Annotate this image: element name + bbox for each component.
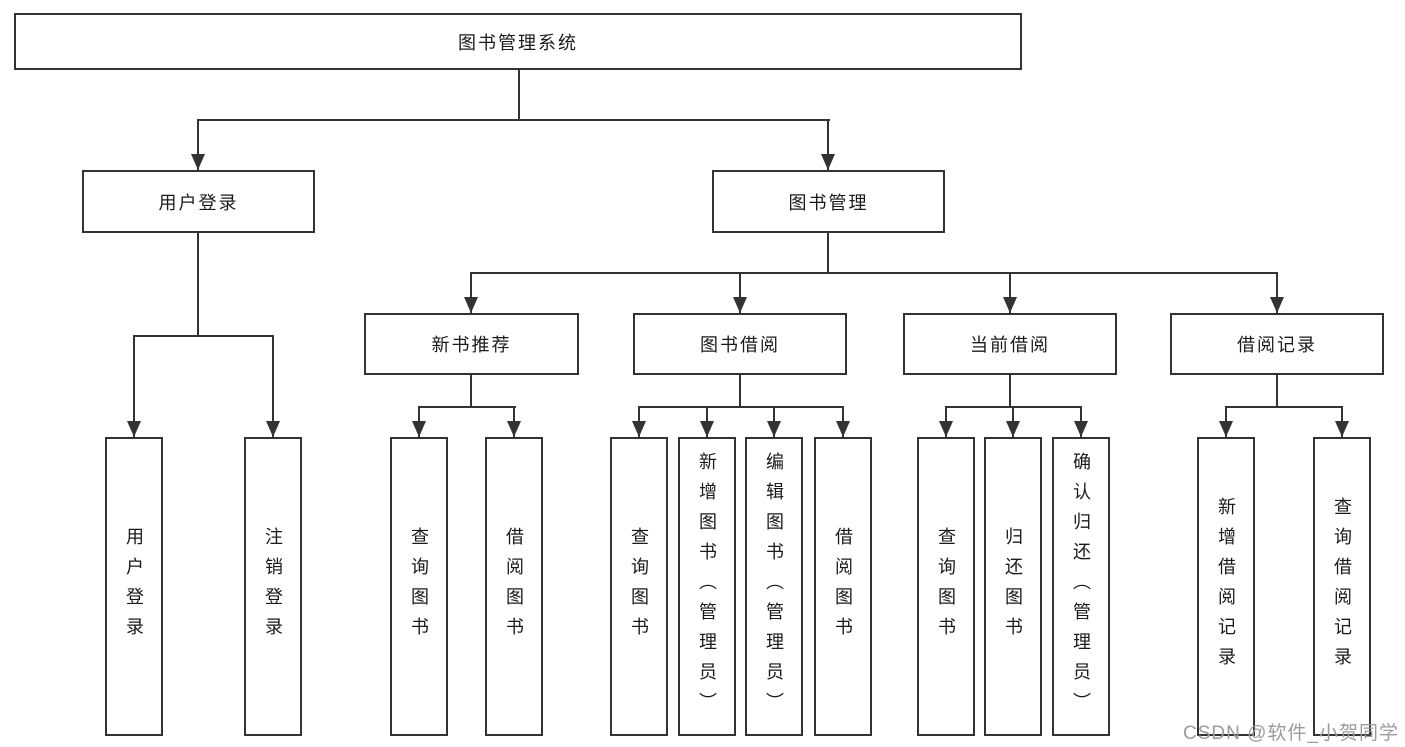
leaf-bookborrow-borrow-books: 借阅图书: [814, 437, 872, 736]
connector-borrowrecord-bar: [1225, 406, 1343, 408]
connector-userlogin-bar: [133, 335, 274, 337]
arrowhead-newbook-leaf1: [412, 421, 426, 437]
node-book-borrow-label: 图书借阅: [700, 335, 780, 355]
csdn-watermark: CSDN @软件_小贺同学: [1183, 723, 1399, 744]
leaf-bookborrow-edit-books-admin: 编辑图书（管理员）: [745, 437, 803, 736]
leaf-add-borrow-record-label: 新增借阅记录: [1216, 496, 1236, 677]
leaf-newbook-query-books: 查询图书: [390, 437, 448, 736]
connector-to-login-leaf: [133, 335, 135, 437]
connector-currentborrow-stem: [1009, 375, 1011, 408]
connector-to-book-mgmt: [827, 119, 829, 170]
leaf-query-borrow-record-label: 查询借阅记录: [1332, 496, 1352, 677]
connector-to-current-borrow: [1009, 272, 1011, 313]
node-book-borrow: 图书借阅: [633, 313, 847, 375]
leaf-logout-label: 注销登录: [263, 526, 283, 647]
node-new-book-recommend: 新书推荐: [364, 313, 579, 375]
connector-userlogin-stem: [197, 233, 199, 337]
arrowhead-user-login: [191, 154, 205, 170]
leaf-bookborrow-edit-books-admin-label: 编辑图书（管理员）: [764, 451, 784, 722]
connector-bookmgmt-stem: [827, 233, 829, 274]
leaf-add-borrow-record: 新增借阅记录: [1197, 437, 1255, 736]
node-borrow-record-label: 借阅记录: [1237, 335, 1317, 355]
node-library-system: 图书管理系统: [14, 13, 1022, 70]
node-book-management-label: 图书管理: [788, 192, 869, 213]
connector-newbook-stem: [470, 375, 472, 408]
leaf-bookborrow-add-books-admin: 新增图书（管理员）: [678, 437, 736, 736]
node-library-system-label: 图书管理系统: [458, 32, 578, 53]
leaf-newbook-query-books-label: 查询图书: [409, 526, 429, 647]
arrowhead-borrowrecord-leaf1: [1219, 421, 1233, 437]
leaf-query-borrow-record: 查询借阅记录: [1313, 437, 1371, 736]
leaf-newbook-borrow-books-label: 借阅图书: [504, 526, 524, 647]
leaf-logout: 注销登录: [244, 437, 302, 736]
connector-to-book-borrow: [739, 272, 741, 313]
node-current-borrow: 当前借阅: [903, 313, 1117, 375]
arrowhead-newbook-leaf2: [507, 421, 521, 437]
leaf-currentborrow-query-books: 查询图书: [917, 437, 975, 736]
node-user-login-label: 用户登录: [158, 192, 239, 213]
node-current-borrow-label: 当前借阅: [970, 335, 1050, 355]
node-book-management: 图书管理: [712, 170, 945, 233]
connector-to-new-book: [470, 272, 472, 313]
arrowhead-borrowrecord-leaf2: [1335, 421, 1349, 437]
connector-to-user-login: [197, 119, 199, 170]
leaf-currentborrow-query-books-label: 查询图书: [936, 526, 956, 647]
leaf-bookborrow-add-books-admin-label: 新增图书（管理员）: [697, 451, 717, 722]
connector-to-logout-leaf: [272, 335, 274, 437]
connector-newbook-bar: [418, 406, 516, 408]
leaf-currentborrow-return-books: 归还图书: [984, 437, 1042, 736]
connector-borrowrecord-stem: [1276, 375, 1278, 408]
leaf-newbook-borrow-books: 借阅图书: [485, 437, 543, 736]
arrowhead-book-mgmt: [821, 154, 835, 170]
arrowhead-borrow-record: [1270, 297, 1284, 313]
node-new-book-recommend-label: 新书推荐: [431, 335, 512, 355]
connector-root-bar: [197, 119, 830, 121]
arrowhead-current-borrow: [1003, 297, 1017, 313]
connector-bookborrow-bar: [638, 406, 844, 408]
arrowhead-currentborrow-leaf1: [939, 421, 953, 437]
arrowhead-logout-leaf: [266, 421, 280, 437]
arrowhead-currentborrow-leaf2: [1006, 421, 1020, 437]
leaf-currentborrow-return-books-label: 归还图书: [1003, 526, 1023, 647]
leaf-bookborrow-query-books: 查询图书: [610, 437, 668, 736]
connector-bookborrow-stem: [739, 375, 741, 408]
connector-bookmgmt-bar: [470, 272, 1278, 274]
arrowhead-bookborrow-leaf1: [632, 421, 646, 437]
arrowhead-login-leaf: [127, 421, 141, 437]
connector-to-borrow-record: [1276, 272, 1278, 313]
connector-root-stem: [518, 70, 520, 121]
arrowhead-currentborrow-leaf3: [1074, 421, 1088, 437]
leaf-bookborrow-query-books-label: 查询图书: [629, 526, 649, 647]
leaf-currentborrow-confirm-return-admin-label: 确认归还（管理员）: [1071, 451, 1091, 722]
arrowhead-bookborrow-leaf2: [700, 421, 714, 437]
leaf-user-login: 用户登录: [105, 437, 163, 736]
leaf-currentborrow-confirm-return-admin: 确认归还（管理员）: [1052, 437, 1110, 736]
arrowhead-book-borrow: [733, 297, 747, 313]
leaf-bookborrow-borrow-books-label: 借阅图书: [833, 526, 853, 647]
arrowhead-bookborrow-leaf3: [767, 421, 781, 437]
arrowhead-bookborrow-leaf4: [836, 421, 850, 437]
leaf-user-login-label: 用户登录: [124, 526, 144, 647]
node-borrow-record: 借阅记录: [1170, 313, 1384, 375]
arrowhead-new-book: [464, 297, 478, 313]
node-user-login: 用户登录: [82, 170, 315, 233]
